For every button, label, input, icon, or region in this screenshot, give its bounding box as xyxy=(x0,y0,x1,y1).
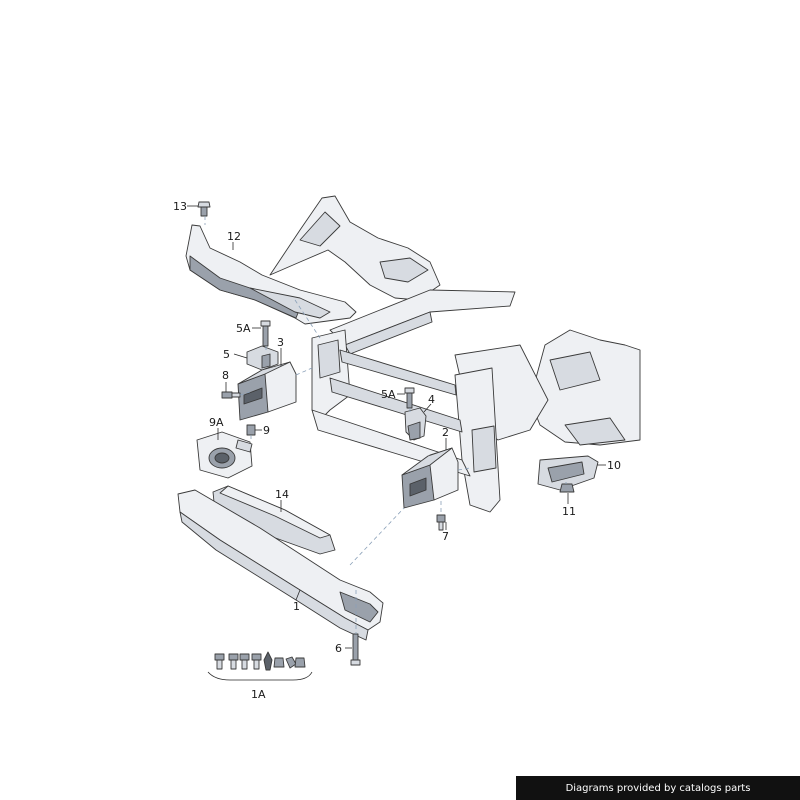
callout-5a-right: 5A xyxy=(381,388,396,401)
callout-1a: 1A xyxy=(251,688,266,701)
callout-leaders xyxy=(187,205,606,649)
part-2-crash-box-right xyxy=(401,447,459,509)
callout-7: 7 xyxy=(442,530,449,543)
callout-6: 6 xyxy=(335,642,342,655)
part-5a-bolt-left xyxy=(260,320,271,347)
part-9-nut xyxy=(246,424,256,436)
callout-2: 2 xyxy=(442,426,449,439)
assembly-guide-lines xyxy=(204,216,567,634)
callout-12: 12 xyxy=(227,230,241,243)
callout-8: 8 xyxy=(222,369,229,382)
part-11-nut xyxy=(559,483,575,493)
part-12-cover-panel xyxy=(185,224,357,325)
part-6-bolt xyxy=(350,633,361,666)
part-10-bracket xyxy=(537,455,599,491)
part-9a-unit xyxy=(196,431,253,479)
callout-11: 11 xyxy=(562,505,576,518)
callout-10: 10 xyxy=(607,459,621,472)
part-4-bracket xyxy=(404,407,427,441)
part-1a-fastener-set xyxy=(207,651,313,681)
callout-13: 13 xyxy=(173,200,187,213)
part-7-bolt xyxy=(436,514,446,531)
callout-14: 14 xyxy=(275,488,289,501)
callout-4: 4 xyxy=(428,393,435,406)
part-8-bolt xyxy=(221,391,241,399)
part-5-bracket xyxy=(246,345,279,371)
part-1-bumper-beam xyxy=(177,489,384,641)
part-13-clip xyxy=(197,201,211,217)
callout-1: 1 xyxy=(293,600,300,613)
part-5a-bolt-right xyxy=(404,387,415,409)
callout-5a-left: 5A xyxy=(236,322,251,335)
callout-3: 3 xyxy=(277,336,284,349)
callout-5: 5 xyxy=(223,348,230,361)
credit-banner: Diagrams provided by catalogs parts xyxy=(516,776,800,800)
callout-9a: 9A xyxy=(209,416,224,429)
callout-labels: 13 12 5A 5 3 8 9 9A 5A 4 2 7 10 11 14 1 … xyxy=(173,200,621,701)
part-3-crash-box-left xyxy=(237,361,297,421)
callout-9: 9 xyxy=(263,424,270,437)
